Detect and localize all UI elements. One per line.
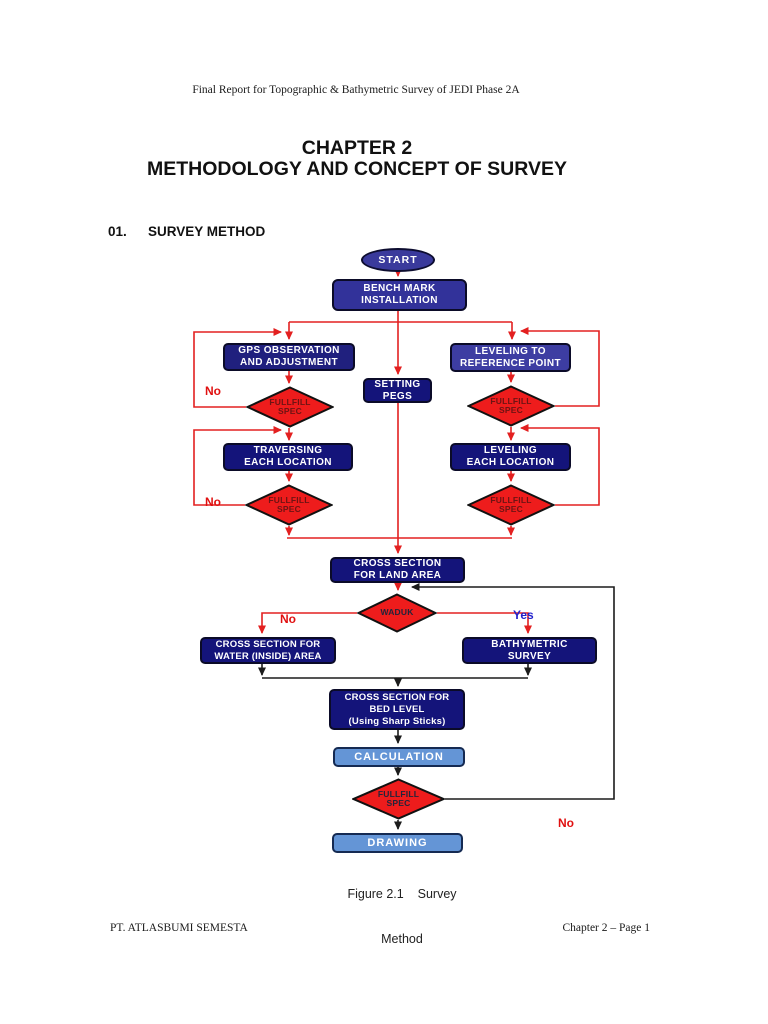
- footer-company: PT. ATLASBUMI SEMESTA: [110, 922, 248, 934]
- decision-label: FULLFILL SPEC: [246, 386, 334, 428]
- decision-fullfill-spec-leveling-each: FULLFILL SPEC: [467, 484, 555, 526]
- node-label: EACH LOCATION: [244, 457, 332, 468]
- chapter-title-line2: METHODOLOGY AND CONCEPT OF SURVEY: [146, 158, 567, 180]
- decision-label-line: FULLFILL: [490, 395, 532, 406]
- node-label: SURVEY: [507, 650, 552, 662]
- node-label: EACH LOCATION: [466, 457, 555, 468]
- flow-node-cross-section-bed-level: CROSS SECTION FOR BED LEVEL (Using Sharp…: [329, 689, 465, 730]
- node-label: CALCULATION: [354, 751, 444, 763]
- branch-label-no-2: No: [205, 495, 221, 509]
- decision-label-line: SPEC: [499, 504, 523, 514]
- node-label: BED LEVEL: [369, 703, 425, 715]
- node-label: CROSS SECTION FOR: [215, 638, 321, 650]
- node-label: LEVELING: [483, 445, 538, 456]
- decision-label-line: SPEC: [386, 798, 411, 808]
- node-label: SETTING: [374, 378, 421, 390]
- decision-fullfill-spec-traversing: FULLFILL SPEC: [245, 484, 333, 526]
- flow-node-leveling-to-reference-point: LEVELING TO REFERENCE POINT: [450, 343, 571, 372]
- flow-node-cross-section-water-inside-area: CROSS SECTION FOR WATER (INSIDE) AREA: [200, 637, 336, 664]
- decision-label-line: SPEC: [499, 405, 523, 415]
- node-label: GPS OBSERVATION: [238, 345, 340, 356]
- node-label: DRAWING: [367, 837, 428, 849]
- node-label: FOR LAND AREA: [353, 570, 442, 581]
- running-header: Final Report for Topographic & Bathymetr…: [192, 84, 520, 96]
- decision-diamond-shape: [467, 484, 555, 526]
- decision-label: FULLFILL SPEC: [245, 484, 333, 526]
- decision-label: FULLFILL SPEC: [467, 385, 555, 427]
- decision-waduk: WADUK: [357, 593, 437, 633]
- decision-label: FULLFILL SPEC: [467, 484, 555, 526]
- node-label: (Using Sharp Sticks): [348, 715, 446, 727]
- node-label: INSTALLATION: [361, 295, 438, 306]
- flow-node-start: START: [361, 248, 435, 272]
- node-label: WATER (INSIDE) AREA: [214, 650, 322, 662]
- figure-caption-line2: Method: [381, 932, 423, 946]
- section-title: SURVEY METHOD: [148, 224, 266, 239]
- section-number: 01.: [108, 224, 127, 239]
- figure-caption-line1: Figure 2.1 Survey: [347, 887, 457, 901]
- branch-label-no-1: No: [205, 384, 221, 398]
- decision-label-line: FULLFILL: [268, 494, 310, 505]
- decision-label: FULLFILL SPEC: [352, 778, 445, 820]
- decision-fullfill-spec-final: FULLFILL SPEC: [352, 778, 445, 820]
- node-label: CROSS SECTION FOR: [344, 691, 450, 703]
- decision-diamond-shape: [357, 593, 437, 633]
- flow-node-start-label: START: [378, 254, 418, 266]
- flow-node-bathymetric-survey: BATHYMETRIC SURVEY: [462, 637, 597, 664]
- node-label: CROSS SECTION: [353, 558, 442, 569]
- footer-page-number: Chapter 2 – Page 1: [562, 922, 650, 934]
- node-label: BATHYMETRIC: [491, 638, 568, 650]
- decision-label-line: FULLFILL: [490, 494, 532, 505]
- decision-label-line: SPEC: [277, 504, 301, 514]
- decision-label-line: SPEC: [278, 406, 302, 416]
- node-label: PEGS: [382, 390, 413, 402]
- decision-label-line: WADUK: [380, 607, 414, 618]
- decision-diamond-shape: [245, 484, 333, 526]
- flow-node-setting-pegs: SETTING PEGS: [363, 378, 432, 403]
- flow-node-leveling-each-location: LEVELING EACH LOCATION: [450, 443, 571, 471]
- decision-diamond-shape: [467, 385, 555, 427]
- branch-label-no-final: No: [558, 816, 574, 830]
- figure-caption: Figure 2.1 Survey Method: [322, 857, 482, 977]
- flow-node-drawing: DRAWING: [332, 833, 463, 853]
- decision-diamond-shape: [352, 778, 445, 820]
- decision-label: WADUK: [357, 593, 437, 633]
- branch-label-no-waduk: No: [280, 612, 296, 626]
- flow-node-gps-observation: GPS OBSERVATION AND ADJUSTMENT: [223, 343, 355, 371]
- decision-fullfill-spec-gps: FULLFILL SPEC: [246, 386, 334, 428]
- node-label: AND ADJUSTMENT: [239, 357, 338, 368]
- node-label: TRAVERSING: [253, 445, 323, 456]
- node-label: BENCH MARK: [363, 283, 436, 294]
- node-label: REFERENCE POINT: [459, 357, 561, 369]
- decision-diamond-shape: [246, 386, 334, 428]
- flow-node-calculation: CALCULATION: [333, 747, 465, 767]
- chapter-title-line1: CHAPTER 2: [301, 137, 413, 159]
- flow-node-traversing-each-location: TRAVERSING EACH LOCATION: [223, 443, 353, 471]
- flow-node-cross-section-land-area: CROSS SECTION FOR LAND AREA: [330, 557, 465, 583]
- flow-node-bench-mark-installation: BENCH MARK INSTALLATION: [332, 279, 467, 311]
- chapter-title: CHAPTER 2 METHODOLOGY AND CONCEPT OF SUR…: [0, 138, 714, 180]
- decision-fullfill-spec-leveling: FULLFILL SPEC: [467, 385, 555, 427]
- node-label: LEVELING TO: [475, 345, 546, 357]
- decision-label-line: FULLFILL: [269, 396, 311, 407]
- decision-label-line: FULLFILL: [377, 788, 420, 799]
- branch-label-yes-waduk: Yes: [513, 608, 534, 622]
